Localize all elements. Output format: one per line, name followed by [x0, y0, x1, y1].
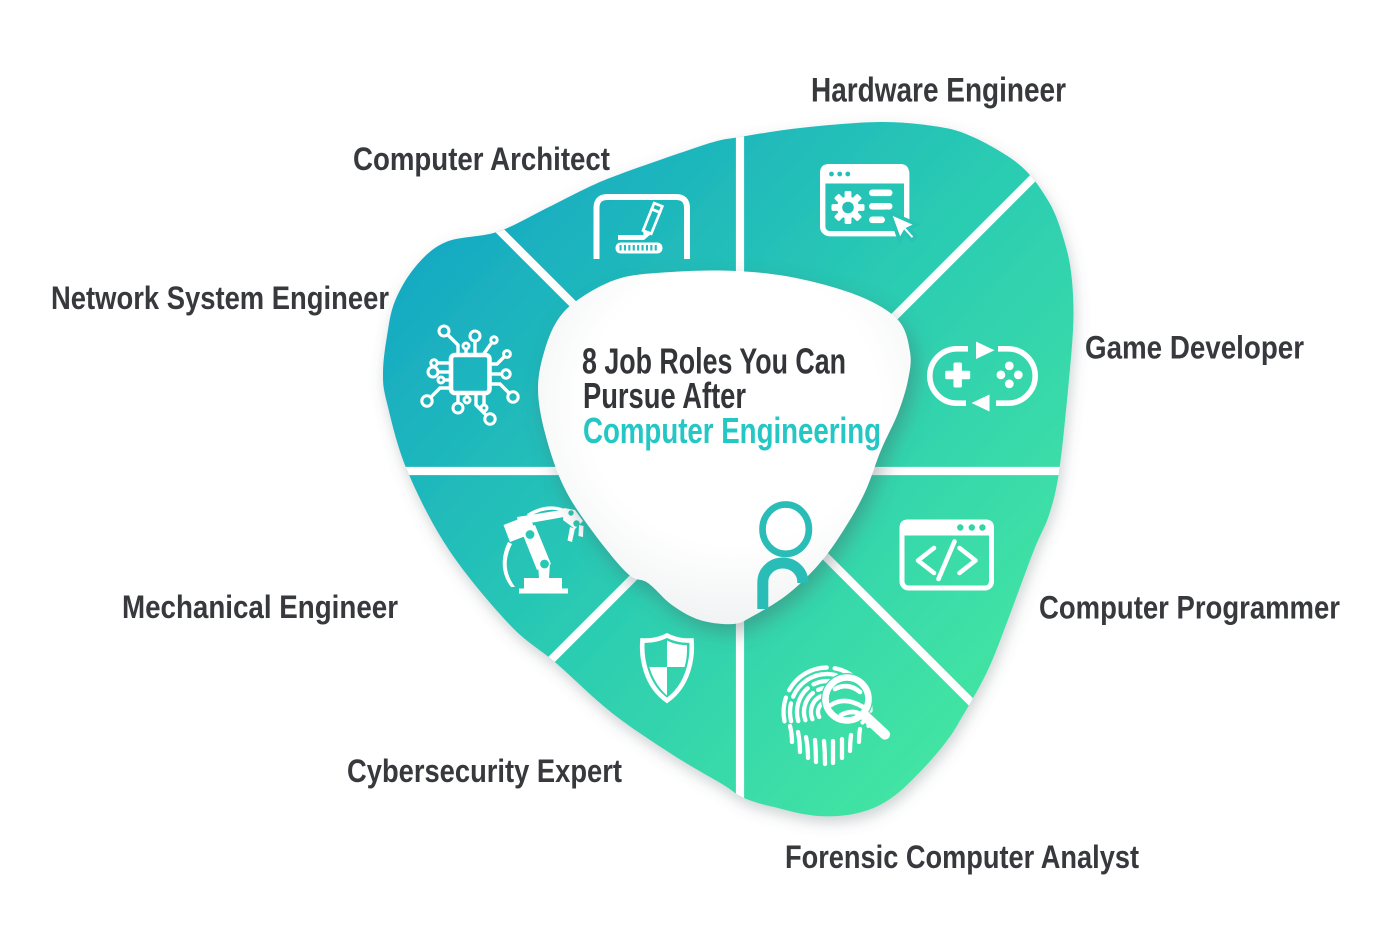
- svg-text:Forensic Computer Analyst: Forensic Computer Analyst: [785, 839, 1139, 875]
- svg-text:Pursue After: Pursue After: [583, 375, 746, 416]
- svg-text:Computer Programmer: Computer Programmer: [1039, 590, 1340, 626]
- svg-text:Network System Engineer: Network System Engineer: [51, 280, 389, 316]
- svg-text:Computer Engineering: Computer Engineering: [583, 410, 881, 451]
- svg-text:Game Developer: Game Developer: [1085, 330, 1304, 366]
- svg-text:Hardware Engineer: Hardware Engineer: [811, 72, 1066, 110]
- svg-text:8 Job Roles You Can: 8 Job Roles You Can: [582, 341, 846, 382]
- svg-text:Mechanical Engineer: Mechanical Engineer: [122, 589, 398, 625]
- svg-text:Cybersecurity Expert: Cybersecurity Expert: [347, 753, 622, 789]
- svg-text:Computer Architect: Computer Architect: [353, 141, 610, 177]
